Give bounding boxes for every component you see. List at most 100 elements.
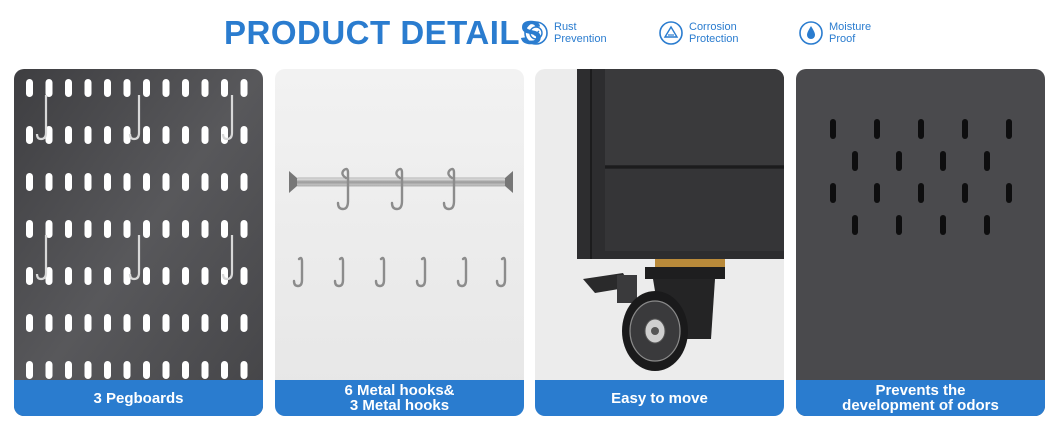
pegboard-slot	[182, 267, 189, 285]
pegboard-slot	[123, 173, 131, 191]
moisture-proof-icon	[799, 21, 823, 45]
pegboard-slot	[162, 79, 170, 97]
pegboard-slot	[65, 126, 72, 144]
pegboard-slot	[240, 314, 248, 332]
panel-caption: 6 Metal hooks& 3 Metal hooks	[275, 380, 524, 416]
vent-slot	[1006, 183, 1012, 203]
vent-slot	[1006, 119, 1012, 139]
corrosion-protection-icon	[659, 21, 683, 45]
pegboard-slot	[143, 267, 150, 285]
pegboard-slot	[104, 314, 111, 332]
pegboard-slot	[45, 314, 53, 332]
pegboard-slot	[240, 267, 248, 285]
vent-slot	[962, 183, 968, 203]
pegboard-slot	[26, 126, 33, 144]
panel-pegboards: 3 Pegboards	[14, 69, 263, 416]
pegboard-slot	[201, 220, 209, 238]
vent-slot	[830, 183, 836, 203]
pegboard-slot	[65, 173, 72, 191]
pegboard-slot	[221, 361, 228, 379]
pegboard-slot	[182, 173, 189, 191]
pegboard-slot	[84, 79, 92, 97]
panel-caption: Prevents the development of odors	[796, 380, 1045, 416]
pegboard-slot	[104, 79, 111, 97]
pegboard-slot	[201, 361, 209, 379]
vent-slot	[830, 119, 836, 139]
pegboard-slot	[162, 361, 170, 379]
feature-moisture-proof: Moisture Proof	[798, 20, 871, 46]
metal-hooks-photo	[275, 69, 524, 416]
page-title: PRODUCT DETAILS	[224, 14, 543, 51]
vent-slot	[984, 151, 990, 171]
vent-slot	[896, 215, 902, 235]
pegboard-slot	[123, 361, 131, 379]
pegboard-slot	[201, 314, 209, 332]
panel-metal-hooks: 6 Metal hooks& 3 Metal hooks	[275, 69, 524, 416]
pegboard-slot	[143, 79, 150, 97]
vent-slot	[874, 183, 880, 203]
pegboard-slot	[182, 126, 189, 144]
pegboard-slot	[104, 173, 111, 191]
pegboard-slot	[84, 220, 92, 238]
vent-slot	[874, 119, 880, 139]
pegboard-slot	[143, 220, 150, 238]
panel-caption: 3 Pegboards	[14, 380, 263, 416]
pegboard-slot	[162, 126, 170, 144]
feature-label: Rust Prevention	[554, 21, 607, 45]
panel-ventilation-holes: Prevents the development of odors	[796, 69, 1045, 416]
pegboard-slot	[221, 173, 228, 191]
pegboard-slot	[84, 267, 92, 285]
vent-slot	[984, 215, 990, 235]
vent-slot	[852, 215, 858, 235]
pegboard-slot	[104, 126, 111, 144]
pegboard-slot	[26, 361, 33, 379]
feature-corrosion-protection: Corrosion Protection	[658, 20, 739, 46]
pegboard-slot	[240, 361, 248, 379]
pegboard-slot	[240, 220, 248, 238]
pegboard-slot	[84, 126, 92, 144]
pegboard-slot	[123, 267, 131, 285]
pegboard-slot	[123, 314, 131, 332]
pegboard-slot	[162, 220, 170, 238]
pegboard-slot	[45, 220, 53, 238]
pegboard-slot	[104, 220, 111, 238]
pegboard-slot	[240, 126, 248, 144]
pegboard-slot	[240, 173, 248, 191]
pegboard-slot	[84, 314, 92, 332]
pegboard-slot	[65, 220, 72, 238]
panel-caster-wheel: Easy to move	[535, 69, 784, 416]
pegboard-slot	[45, 173, 53, 191]
pegboard-slot	[65, 314, 72, 332]
pegboard-slot	[143, 173, 150, 191]
pegboards-photo	[14, 69, 263, 416]
pegboard-slot	[162, 267, 170, 285]
rust-prevention-icon	[524, 21, 548, 45]
caster-wheel-photo	[535, 69, 784, 416]
feature-rust-prevention: Rust Prevention	[523, 20, 607, 46]
vent-slot	[918, 119, 924, 139]
pegboard-slot	[84, 173, 92, 191]
pegboard-slot	[123, 126, 131, 144]
pegboard-slot	[201, 173, 209, 191]
pegboard-slot	[123, 220, 131, 238]
pegboard-slot	[143, 361, 150, 379]
pegboard-slot	[45, 267, 53, 285]
pegboard-slot	[104, 361, 111, 379]
pegboard-slot	[45, 79, 53, 97]
vent-slot	[896, 151, 902, 171]
vent-slot	[962, 119, 968, 139]
pegboard-slot	[26, 79, 33, 97]
pegboard-slot	[162, 173, 170, 191]
pegboard-slot	[201, 267, 209, 285]
pegboard-slot	[104, 267, 111, 285]
pegboard-slot	[221, 267, 228, 285]
pegboard-slot	[26, 173, 33, 191]
pegboard-slot	[201, 126, 209, 144]
pegboard-slot	[182, 361, 189, 379]
pegboard-slot	[45, 361, 53, 379]
pegboard-slot	[65, 79, 72, 97]
pegboard-slot	[65, 361, 72, 379]
pegboard-slot	[201, 79, 209, 97]
pegboard-slot	[221, 79, 228, 97]
pegboard-slot	[182, 220, 189, 238]
